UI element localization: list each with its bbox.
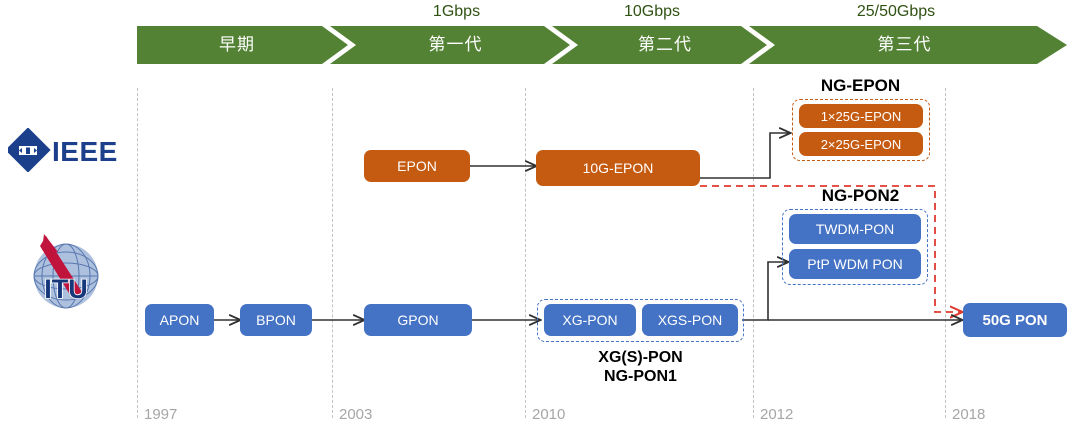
gridline-2012 bbox=[753, 88, 754, 418]
group-caption-xgs-pon-line1: XG(S)-PON bbox=[598, 349, 683, 366]
node-bpon[interactable]: BPON bbox=[240, 304, 312, 336]
node-epon[interactable]: EPON bbox=[364, 150, 470, 182]
phase-label-3: 第三代 bbox=[877, 35, 932, 54]
node-xgs-pon[interactable]: XGS-PON bbox=[642, 304, 738, 336]
group-box-ng-pon2 bbox=[782, 209, 928, 285]
year-label-2010: 2010 bbox=[532, 406, 566, 423]
node-ptp-wdm-pon-label: PtP WDM PON bbox=[807, 256, 903, 272]
node-twdm-pon-label: TWDM-PON bbox=[815, 221, 895, 237]
group-title-ng-epon: NG-EPON bbox=[820, 76, 901, 95]
timeline-banner-shape bbox=[137, 26, 1067, 64]
phase-label-2: 第二代 bbox=[638, 35, 692, 54]
group-caption-xgs-pon-line2: NG-PON1 bbox=[604, 368, 677, 385]
node-gpon-label: GPON bbox=[397, 312, 439, 328]
speed-label-2: 10Gbps bbox=[623, 3, 681, 20]
node-xg-pon-label: XG-PON bbox=[562, 312, 618, 328]
node-50g-pon-label: 50G PON bbox=[982, 311, 1048, 329]
node-bpon-label: BPON bbox=[256, 312, 296, 328]
node-10g-epon[interactable]: 10G-EPON bbox=[536, 150, 700, 186]
speed-label-1: 1Gbps bbox=[432, 3, 481, 20]
ieee-logo: IEEE bbox=[5, 127, 126, 173]
node-gpon[interactable]: GPON bbox=[364, 304, 472, 336]
node-xgs-pon-label: XGS-PON bbox=[657, 312, 723, 328]
node-apon-label: APON bbox=[159, 312, 200, 328]
wire-10gepon-to-ngepon bbox=[700, 133, 790, 179]
gridline-2003 bbox=[332, 88, 333, 418]
group-title-ng-pon2: NG-PON2 bbox=[821, 186, 900, 205]
phase-label-0: 早期 bbox=[219, 35, 255, 54]
itu-logo-icon: ITU bbox=[33, 234, 99, 309]
gridline-1997 bbox=[137, 88, 138, 418]
group-box-ng-epon bbox=[792, 99, 930, 161]
itu-logo-text: ITU bbox=[44, 274, 88, 304]
itu-logo: ITU bbox=[24, 232, 108, 314]
gridline-2018 bbox=[945, 88, 946, 418]
node-twdm-pon[interactable]: TWDM-PON bbox=[789, 214, 921, 244]
ieee-logo-text: IEEE bbox=[52, 136, 118, 167]
node-50g-pon[interactable]: 50G PON bbox=[963, 303, 1067, 337]
speed-label-3: 25/50Gbps bbox=[856, 3, 936, 20]
year-label-1997: 1997 bbox=[144, 406, 178, 423]
node-apon[interactable]: APON bbox=[145, 304, 214, 336]
phase-label-1: 第一代 bbox=[428, 35, 483, 54]
year-label-2018: 2018 bbox=[952, 406, 986, 423]
node-xg-pon[interactable]: XG-PON bbox=[544, 304, 636, 336]
group-box-xgs-pon bbox=[537, 299, 744, 342]
node-10g-epon-label: 10G-EPON bbox=[582, 160, 654, 176]
timeline-banner: 早期 第一代 第二代 第三代 bbox=[137, 26, 1067, 64]
node-1x25g-epon[interactable]: 1×25G-EPON bbox=[799, 104, 923, 128]
year-label-2012: 2012 bbox=[760, 406, 794, 423]
gridline-2010 bbox=[525, 88, 526, 418]
ieee-logo-icon: IEEE bbox=[5, 127, 126, 173]
node-epon-label: EPON bbox=[397, 158, 437, 174]
year-label-2003: 2003 bbox=[339, 406, 373, 423]
node-ptp-wdm-pon[interactable]: PtP WDM PON bbox=[789, 249, 921, 279]
node-2x25g-epon-label: 2×25G-EPON bbox=[820, 136, 902, 152]
node-1x25g-epon-label: 1×25G-EPON bbox=[820, 108, 902, 124]
node-2x25g-epon[interactable]: 2×25G-EPON bbox=[799, 132, 923, 156]
